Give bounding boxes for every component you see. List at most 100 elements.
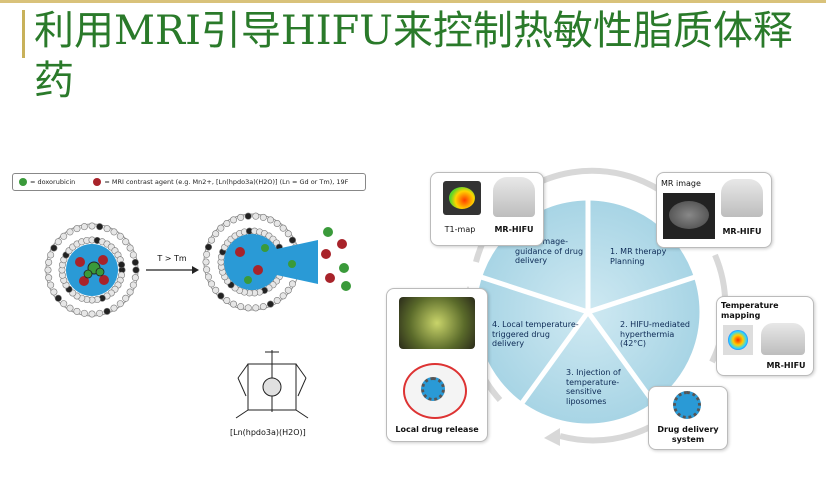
lipid-head	[273, 219, 281, 227]
step-3-text: 3. Injection of temperature-sensitive li…	[566, 368, 621, 406]
page-title: 利用MRI引导HIFU来控制热敏性脂质体释药	[34, 8, 794, 104]
lipid-head	[131, 258, 139, 266]
card-drug-delivery-system: Drug delivery system	[648, 386, 728, 450]
tumor-photo	[399, 297, 475, 349]
mr-scanner-icon	[721, 179, 763, 217]
lipid-head	[217, 224, 225, 232]
legend: = doxorubicin = MRI contrast agent (e.g.…	[12, 173, 366, 191]
temperature-mapping-label: Temperature mapping	[721, 301, 779, 320]
mr-scanner-icon	[493, 177, 535, 217]
lipid-head	[217, 292, 225, 300]
lipid-head	[273, 297, 281, 305]
lipid-head	[96, 309, 104, 317]
lipid-head	[73, 225, 81, 233]
mr-hifu-label-5: MR-HIFU	[494, 225, 534, 234]
top-rule	[0, 0, 826, 3]
liposome-icon	[673, 391, 701, 419]
transition-label: T > Tm	[157, 254, 187, 263]
lipid-head	[266, 216, 274, 224]
contrast-agent-swatch	[93, 178, 102, 186]
lipid-head	[50, 244, 58, 252]
card-temperature-mapping: Temperature mapping MR-HIFU	[716, 296, 814, 376]
release-zoom-circle	[403, 363, 467, 419]
lipid-head	[203, 250, 211, 258]
lipid-head	[116, 300, 124, 308]
doxorubicin-swatch	[19, 178, 27, 186]
lipid-head	[60, 232, 68, 240]
lipid-head	[80, 223, 88, 231]
temperature-map-image	[723, 325, 753, 355]
step-4-text: 4. Local temperature-triggered drug deli…	[492, 320, 579, 348]
lipid-head	[288, 280, 296, 288]
lipid-head	[244, 304, 252, 312]
lipid-head	[202, 258, 210, 266]
lipid-head	[244, 212, 252, 220]
lipid-head	[47, 281, 55, 289]
lipid-head	[132, 266, 140, 274]
lipid-head	[110, 228, 118, 236]
card-local-drug-release: Local drug release	[386, 288, 488, 442]
lipid-head	[126, 288, 134, 296]
lipid-head	[110, 304, 118, 312]
lipid-head	[118, 261, 126, 269]
step-1-text: 1. MR therapy Planning	[610, 247, 667, 266]
chemical-structure	[235, 350, 309, 419]
lipid-head	[204, 243, 212, 251]
formula-label: [Ln(hpdo3a)(H2O)]	[230, 428, 306, 437]
lipid-head	[203, 266, 211, 274]
lipid-head	[122, 294, 130, 302]
lipid-head	[252, 304, 260, 312]
lipid-head	[288, 236, 296, 244]
mr-scan-image	[663, 193, 715, 239]
lipid-head	[80, 309, 88, 317]
lipid-head	[212, 230, 220, 238]
drug-delivery-system-label: Drug delivery system	[657, 425, 719, 444]
lipid-head	[223, 219, 231, 227]
lipid-head	[266, 300, 274, 308]
lipid-head	[54, 238, 62, 246]
lipid-head	[50, 288, 58, 296]
lipid-head	[230, 216, 238, 224]
lipid-head	[126, 244, 134, 252]
lipid-head	[237, 303, 245, 311]
lipid-head	[60, 300, 68, 308]
lipid-head	[223, 297, 231, 305]
lipid-head	[122, 238, 130, 246]
lipid-head	[88, 310, 96, 318]
lipid-head	[259, 303, 267, 311]
step-2-text: 2. HIFU-mediated hyperthermia (42°C)	[620, 320, 690, 348]
t1-map-label: T1-map	[444, 225, 476, 234]
card-mr-image-guidance: T1-map MR-HIFU	[430, 172, 544, 246]
lipid-head	[66, 228, 74, 236]
lipid-head	[96, 223, 104, 231]
lipid-head	[252, 212, 260, 220]
lipid-head	[204, 273, 212, 281]
lipid-head	[66, 304, 74, 312]
title-accent-bar	[22, 10, 25, 58]
lipid-head	[44, 266, 52, 274]
lipid-head	[47, 251, 55, 259]
mr-image-label: MR image	[661, 179, 701, 188]
mr-hifu-label-2: MR-HIFU	[766, 361, 806, 370]
lipid-head	[103, 225, 111, 233]
liposome-leaky	[202, 212, 318, 312]
mr-hifu-label-1: MR-HIFU	[722, 227, 762, 236]
mr-scanner-icon	[761, 323, 805, 355]
lipid-head	[45, 258, 53, 266]
legend-doxorubicin: = doxorubicin	[30, 178, 76, 186]
lipid-head	[208, 280, 216, 288]
lipid-heads-outer	[44, 222, 140, 318]
lipid-head	[116, 232, 124, 240]
local-drug-release-label: Local drug release	[395, 425, 479, 434]
released-particles	[321, 227, 351, 291]
lipid-head	[103, 307, 111, 315]
lipid-head	[279, 224, 287, 232]
lipid-head	[230, 300, 238, 308]
lipid-head	[212, 286, 220, 294]
lipid-head	[88, 222, 96, 230]
lipid-head	[284, 230, 292, 238]
legend-contrast-agent: = MRI contrast agent (e.g. Mn2+, [Ln(hpd…	[104, 178, 349, 186]
lipid-head	[237, 213, 245, 221]
lipid-head	[73, 307, 81, 315]
